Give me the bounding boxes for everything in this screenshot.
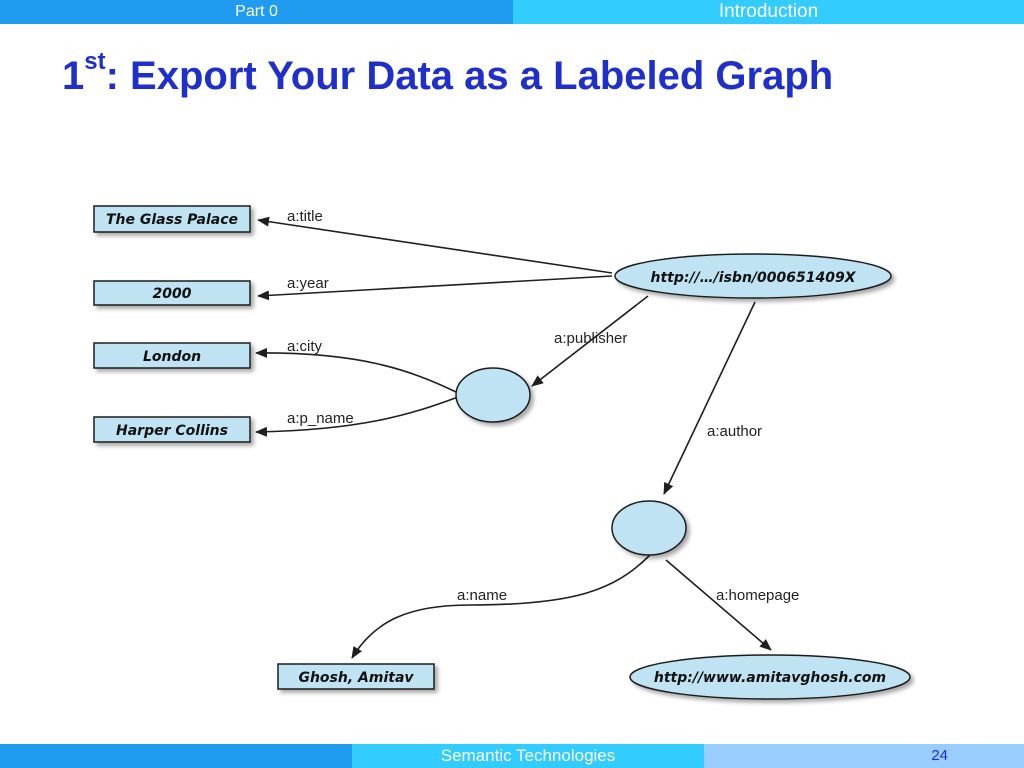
edge-year [257, 275, 613, 301]
edge-label-title: a:title [287, 208, 323, 225]
title-ordinal-suffix: st [84, 48, 106, 75]
header-section: Introduction [513, 0, 1024, 24]
edge-author [663, 301, 756, 495]
resource-homepage: http://www.amitavghosh.com [629, 654, 911, 700]
header-part: Part 0 [0, 0, 513, 24]
edge-title [257, 216, 613, 274]
edge-publisher [531, 295, 649, 387]
edge-name [351, 554, 651, 659]
edge-label-city: a:city [287, 338, 323, 355]
footer-page-segment: 24 [704, 744, 1024, 768]
footer-left-segment [0, 744, 352, 768]
literal-harper-collins: Harper Collins [93, 416, 251, 443]
edge-p-name [255, 396, 459, 437]
literal-label: London [143, 349, 201, 365]
resource-isbn: http://…/isbn/000651409X [614, 253, 892, 299]
page-number: 24 [931, 747, 948, 764]
edge-label-p-name: a:p_name [287, 410, 354, 427]
edge-label-publisher: a:publisher [554, 330, 627, 347]
edge-label-homepage: a:homepage [716, 587, 799, 604]
footer-course: Semantic Technologies [352, 744, 704, 768]
bottom-bar: Semantic Technologies 24 [0, 744, 1024, 768]
literal-year: 2000 [93, 280, 251, 306]
edge-homepage [665, 559, 772, 651]
edge-city [255, 347, 457, 393]
literal-label: The Glass Palace [106, 212, 238, 228]
literal-label: 2000 [153, 286, 192, 302]
literal-london: London [93, 342, 251, 369]
edge-label-year: a:year [287, 275, 329, 292]
literal-label: Harper Collins [116, 423, 228, 439]
title-number: 1 [62, 54, 85, 98]
literal-ghosh-amitav: Ghosh, Amitav [277, 663, 435, 690]
resource-label: http://…/isbn/000651409X [650, 270, 856, 286]
blank-node-author [611, 500, 687, 556]
title-text: : Export Your Data as a Labeled Graph [105, 54, 834, 98]
edge-label-name: a:name [457, 587, 507, 604]
literal-the-glass-palace: The Glass Palace [93, 205, 251, 233]
blank-node-publisher [455, 367, 531, 423]
top-bar: Part 0 Introduction [0, 0, 1024, 24]
slide-title: 1st: Export Your Data as a Labeled Graph [62, 50, 834, 99]
literal-label: Ghosh, Amitav [298, 670, 414, 686]
edge-label-author: a:author [707, 423, 762, 440]
resource-label: http://www.amitavghosh.com [654, 670, 886, 686]
